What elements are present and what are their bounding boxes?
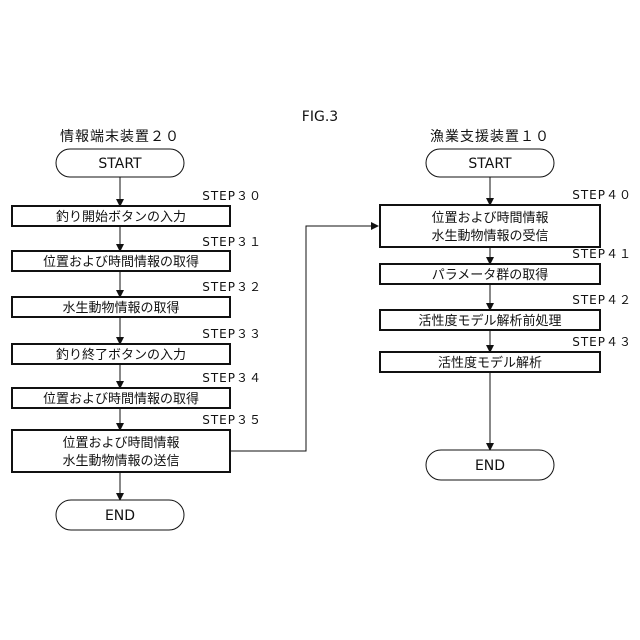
left-step-text-2: 水生動物情報の取得 bbox=[62, 300, 179, 316]
right-step-text-2: 活性度モデル解析前処理 bbox=[418, 313, 561, 329]
left-title: 情報端末装置２０ bbox=[60, 129, 180, 145]
left-step-text-0: 釣り開始ボタンの入力 bbox=[56, 209, 186, 225]
right-title: 漁業支援装置１０ bbox=[430, 129, 550, 145]
right-step-id-1: STEP４１ bbox=[572, 247, 632, 261]
left-step-text-5b: 水生動物情報の送信 bbox=[62, 454, 179, 469]
left-step-id-1: STEP３１ bbox=[202, 235, 262, 249]
right-end-label: END bbox=[475, 458, 505, 474]
left-step-text-1: 位置および時間情報の取得 bbox=[43, 254, 199, 270]
right-step-id-3: STEP４３ bbox=[572, 335, 632, 349]
left-step-id-0: STEP３０ bbox=[202, 189, 262, 203]
right-start-label: START bbox=[468, 156, 512, 172]
left-step-id-5: STEP３５ bbox=[202, 413, 262, 427]
right-step-text-3: 活性度モデル解析 bbox=[438, 355, 542, 371]
right-step-id-2: STEP４２ bbox=[572, 293, 632, 307]
left-end-label: END bbox=[105, 508, 135, 524]
right-step-text-0a: 位置および時間情報 bbox=[431, 211, 548, 226]
left-step-text-5a: 位置および時間情報 bbox=[62, 436, 179, 451]
left-start-label: START bbox=[98, 156, 142, 172]
right-step-text-1: パラメータ群の取得 bbox=[432, 267, 549, 283]
left-step-id-4: STEP３４ bbox=[202, 371, 262, 385]
left-step-text-3: 釣り終了ボタンの入力 bbox=[56, 347, 186, 363]
figure-label: FIG.3 bbox=[302, 109, 338, 125]
left-step-id-2: STEP３２ bbox=[202, 280, 262, 294]
left-step-id-3: STEP３３ bbox=[202, 327, 262, 341]
left-step-text-4: 位置および時間情報の取得 bbox=[43, 391, 199, 407]
right-step-id-0: STEP４０ bbox=[572, 188, 632, 202]
right-step-text-0b: 水生動物情報の受信 bbox=[431, 229, 548, 244]
